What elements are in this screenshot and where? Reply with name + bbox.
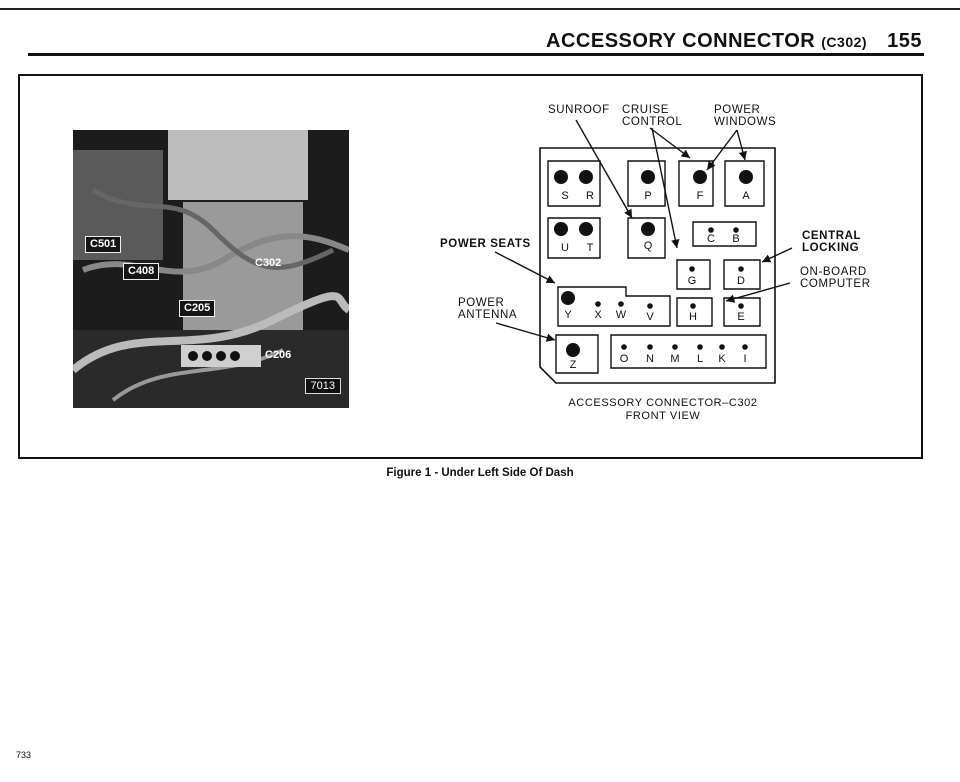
pin-w: W xyxy=(615,309,627,321)
photo-label-c302: C302 xyxy=(255,257,282,269)
photo-number: 7013 xyxy=(304,378,341,394)
figure-caption: Figure 1 - Under Left Side Of Dash xyxy=(386,467,574,479)
label-power-windows-line2: WINDOWS xyxy=(714,116,777,128)
label-power-windows-line1: POWER xyxy=(714,104,761,116)
pin-b: B xyxy=(732,233,740,245)
header-title: ACCESSORY CONNECTOR xyxy=(546,30,816,52)
pin-c: C xyxy=(707,233,715,245)
pin-m: M xyxy=(670,353,680,365)
header-page-number: 155 xyxy=(887,30,922,52)
dash-photo: C501 C408 C302 C205 C206 7013 xyxy=(73,130,349,408)
header-rule xyxy=(28,53,924,56)
pin-o: O xyxy=(619,353,629,365)
pin-k: K xyxy=(718,353,726,365)
top-rule xyxy=(0,8,960,10)
diagram-caption-line1: ACCESSORY CONNECTOR–C302 xyxy=(568,397,758,409)
dash-photo-artwork xyxy=(73,130,349,408)
page-number: 733 xyxy=(16,750,32,760)
pin-s: S xyxy=(561,190,569,202)
pin-f: F xyxy=(696,190,704,202)
figure-frame xyxy=(18,74,923,459)
pin-g: G xyxy=(687,275,697,287)
pin-d: D xyxy=(737,275,745,287)
photo-label-c205: C205 xyxy=(179,300,216,317)
pin-z: Z xyxy=(569,359,577,371)
pin-l: L xyxy=(696,353,704,365)
diagram-caption-line2: FRONT VIEW xyxy=(625,410,701,422)
page-header: ACCESSORY CONNECTOR (C302) 155 xyxy=(546,30,922,53)
pin-q: Q xyxy=(643,240,653,252)
pin-t: T xyxy=(586,242,594,254)
label-central-locking-line1: CENTRAL xyxy=(802,230,862,242)
label-power-antenna-line2: ANTENNA xyxy=(458,309,518,321)
pin-x: X xyxy=(594,309,602,321)
photo-label-c501: C501 xyxy=(85,236,122,253)
pin-v: V xyxy=(646,311,654,323)
label-sunroof: SUNROOF xyxy=(548,104,610,116)
pin-a: A xyxy=(742,190,750,202)
label-cruise-line1: CRUISE xyxy=(622,104,670,116)
pin-i: I xyxy=(743,353,747,365)
pin-y: Y xyxy=(564,309,572,321)
label-onboard-line2: COMPUTER xyxy=(800,278,871,290)
pin-n: N xyxy=(646,353,654,365)
label-central-locking-line2: LOCKING xyxy=(802,242,860,254)
photo-label-c408: C408 xyxy=(123,263,160,280)
label-power-antenna-line1: POWER xyxy=(458,297,505,309)
pin-r: R xyxy=(586,190,594,202)
header-code: (C302) xyxy=(821,34,868,50)
label-power-seats: POWER SEATS xyxy=(440,238,531,250)
pin-e: E xyxy=(737,311,745,323)
label-onboard-line1: ON-BOARD xyxy=(800,266,867,278)
pin-u: U xyxy=(561,242,569,254)
diagram-caption: ACCESSORY CONNECTOR–C302 FRONT VIEW xyxy=(518,397,808,423)
label-cruise-line2: CONTROL xyxy=(622,116,683,128)
pin-h: H xyxy=(689,311,697,323)
photo-label-c206: C206 xyxy=(265,349,292,361)
pin-p: P xyxy=(644,190,652,202)
